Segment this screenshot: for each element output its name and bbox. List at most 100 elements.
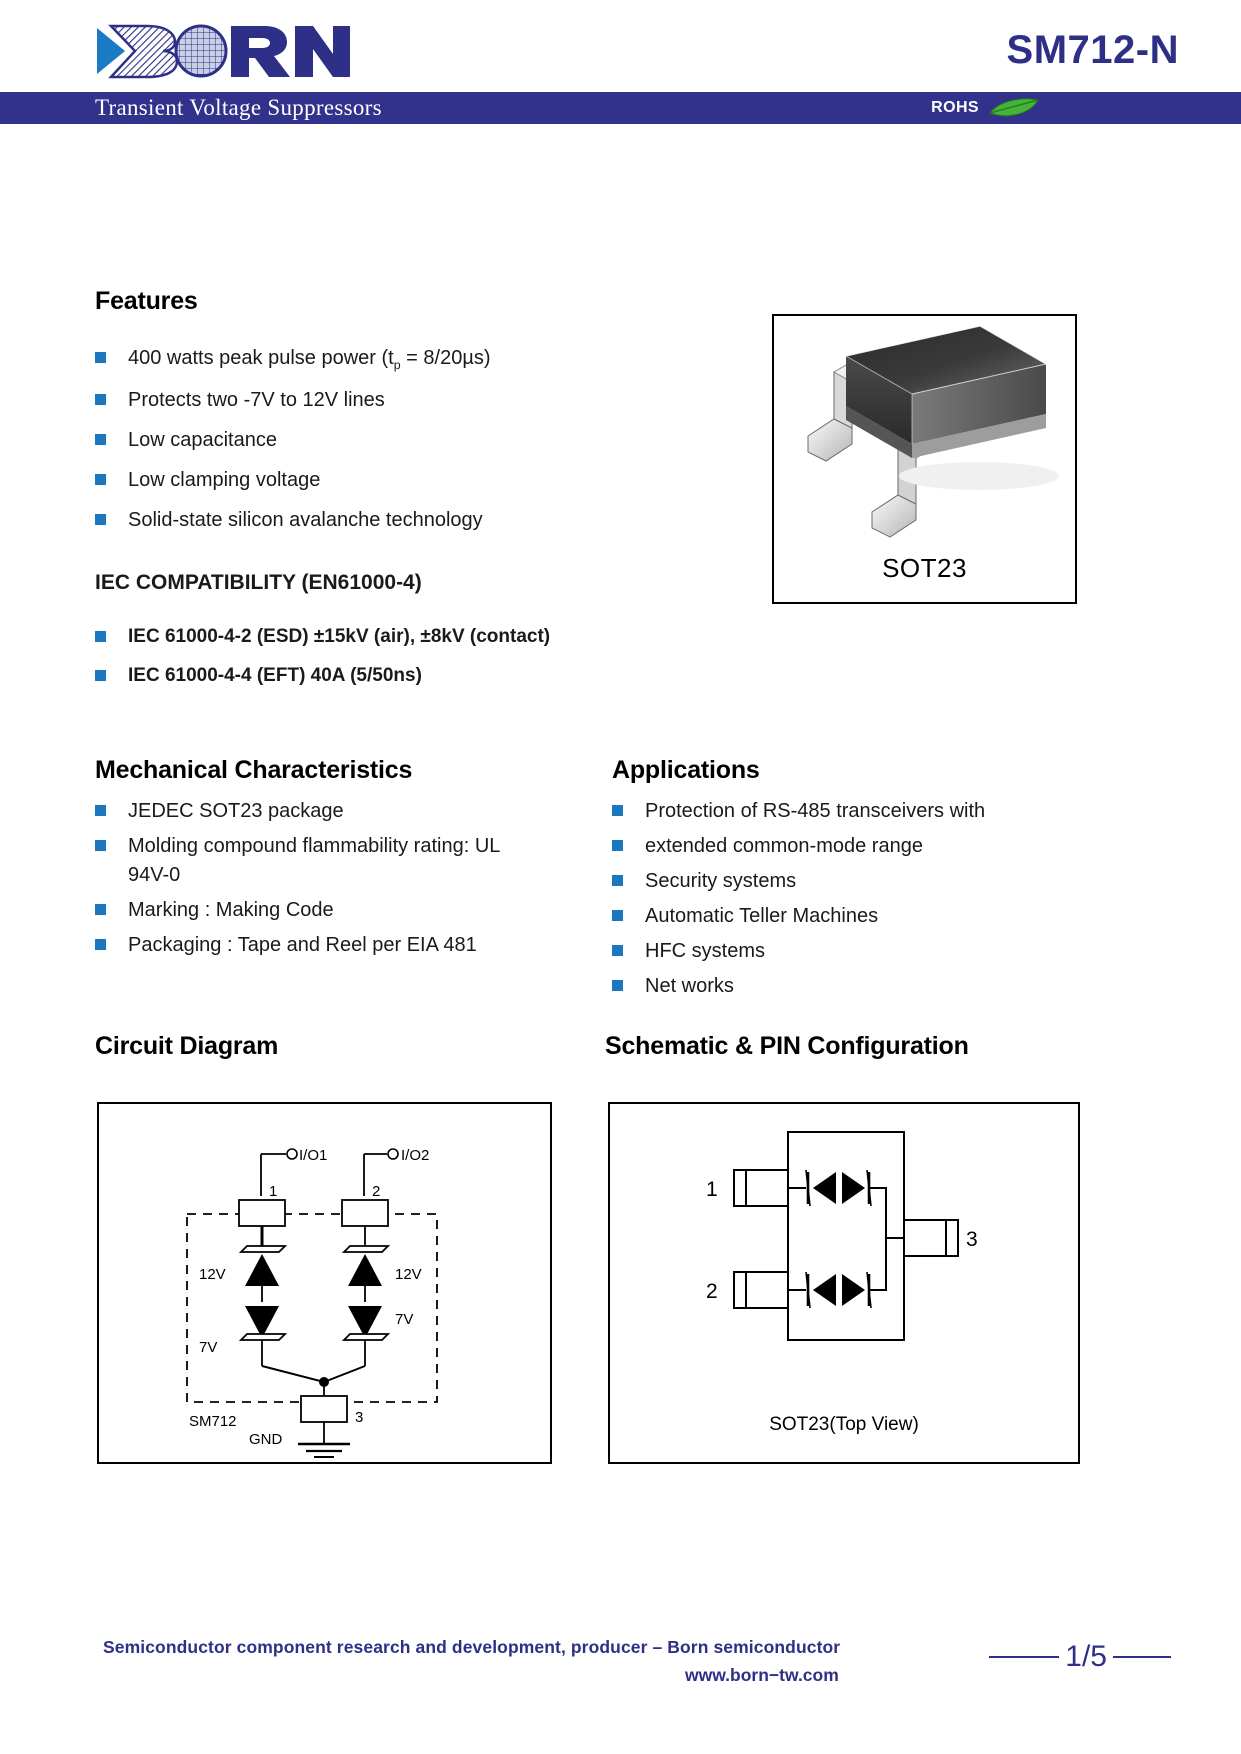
leaf-icon: [989, 98, 1039, 117]
circuit-diagram-figure: I/O1 I/O2 1 2 12V 7V 12V 7V SM712 GND 3: [97, 1102, 552, 1464]
sot23-package-3d-icon: [807, 325, 1059, 538]
iec-text-1: IEC 61000-4-4 (EFT) 40A (5/50ns): [128, 664, 422, 686]
bullet-square-icon: [612, 980, 623, 991]
bullet-square-icon: [95, 904, 106, 915]
list-item: extended common-mode range: [612, 832, 1082, 861]
mechanical-characteristics-section: Mechanical Characteristics JEDEC SOT23 p…: [95, 756, 545, 966]
mechanical-text-2: Marking : Making Code: [128, 899, 334, 921]
bullet-square-icon: [95, 513, 106, 525]
list-item: Protects two -7V to 12V lines: [95, 386, 655, 415]
label-pin1: 1: [269, 1183, 277, 1200]
banner-title: Transient Voltage Suppressors: [95, 95, 382, 120]
bullet-square-icon: [95, 840, 106, 851]
list-item: Packaging : Tape and Reel per EIA 481: [95, 931, 545, 960]
package-figure: SOT23: [772, 314, 1077, 604]
footer-website[interactable]: www.born−tw.com: [685, 1665, 839, 1685]
bullet-square-icon: [612, 805, 623, 816]
part-number-title: SM712-N: [1006, 28, 1179, 72]
page-header: SM712-N: [0, 0, 1241, 92]
application-text-3: Automatic Teller Machines: [645, 905, 879, 927]
schematic-pin-configuration-title: Schematic & PIN Configuration: [605, 1032, 969, 1060]
footer-rule-left: [989, 1656, 1060, 1658]
label-right-7v: 7V: [395, 1311, 413, 1328]
bullet-square-icon: [95, 473, 106, 485]
schematic-pin2-label: 2: [706, 1280, 718, 1303]
feature-text-4: Solid-state silicon avalanche technology: [128, 508, 483, 531]
label-gnd: GND: [249, 1431, 283, 1448]
label-left-7v: 7V: [199, 1339, 217, 1356]
bullet-square-icon: [612, 840, 623, 851]
list-item: IEC 61000-4-4 (EFT) 40A (5/50ns): [95, 662, 655, 690]
feature-text-0: 400 watts peak pulse power (tp = 8/20µs): [128, 347, 491, 372]
features-title: Features: [95, 287, 198, 315]
bullet-square-icon: [612, 910, 623, 921]
list-item: Security systems: [612, 867, 1082, 896]
application-text-1: extended common-mode range: [645, 835, 923, 857]
mechanical-text-3: Packaging : Tape and Reel per EIA 481: [128, 934, 477, 956]
circuit-diagram-svg: I/O1 I/O2 1 2 12V 7V 12V 7V SM712 GND 3: [186, 1147, 438, 1458]
list-item: 400 watts peak pulse power (tp = 8/20µs): [95, 344, 655, 375]
list-item: Low clamping voltage: [95, 466, 655, 495]
schematic-pin-figure: 1 2 3 SOT23(Top View): [608, 1102, 1080, 1464]
list-item: Marking : Making Code: [95, 896, 545, 925]
mechanical-list: JEDEC SOT23 package Molding compound fla…: [95, 797, 545, 960]
bullet-square-icon: [95, 352, 106, 363]
header-banner: Transient Voltage Suppressors ROHS: [0, 92, 1241, 124]
bullet-square-icon: [95, 669, 106, 681]
application-text-0: Protection of RS-485 transceivers with: [645, 800, 986, 822]
bullet-square-icon: [95, 939, 106, 950]
footer-page-indicator: 1/5: [989, 1640, 1171, 1674]
list-item: Molding compound flammability rating: UL…: [95, 832, 545, 890]
schematic-caption: SOT23(Top View): [769, 1414, 919, 1435]
mechanical-text-0: JEDEC SOT23 package: [128, 800, 344, 822]
application-text-2: Security systems: [645, 870, 797, 892]
feature-text-2: Low capacitance: [128, 428, 277, 451]
rohs-label: ROHS: [931, 99, 979, 116]
schematic-pin1-label: 1: [706, 1178, 718, 1201]
label-left-12v: 12V: [199, 1266, 226, 1283]
list-item: Net works: [612, 972, 1082, 1001]
label-pin2: 2: [372, 1183, 380, 1200]
bullet-square-icon: [95, 630, 106, 642]
applications-title: Applications: [612, 756, 760, 784]
features-section: Features 400 watts peak pulse power (tp …: [95, 287, 655, 700]
schematic-pin3-label: 3: [966, 1228, 978, 1251]
born-logo: [95, 20, 355, 82]
label-part-name: SM712: [189, 1413, 237, 1430]
features-list: 400 watts peak pulse power (tp = 8/20µs)…: [95, 344, 655, 535]
list-item: JEDEC SOT23 package: [95, 797, 545, 826]
list-item: Low capacitance: [95, 426, 655, 455]
list-item: Protection of RS-485 transceivers with: [612, 797, 1082, 826]
application-text-5: Net works: [645, 975, 734, 997]
iec-text-0: IEC 61000-4-2 (ESD) ±15kV (air), ±8kV (c…: [128, 625, 551, 647]
list-item: Automatic Teller Machines: [612, 902, 1082, 931]
package-label: SOT23: [882, 553, 967, 583]
list-item: HFC systems: [612, 937, 1082, 966]
applications-list: Protection of RS-485 transceivers with e…: [612, 797, 1082, 1001]
bullet-square-icon: [95, 433, 106, 445]
footer-tagline: Semiconductor component research and dev…: [103, 1637, 841, 1657]
list-item: Solid-state silicon avalanche technology: [95, 506, 655, 535]
bullet-square-icon: [612, 875, 623, 886]
mechanical-title: Mechanical Characteristics: [95, 756, 413, 784]
schematic-pin-svg: 1 2 3: [706, 1131, 978, 1341]
applications-section: Applications Protection of RS-485 transc…: [612, 756, 1082, 1007]
label-pin3: 3: [355, 1409, 363, 1426]
footer-rule-right: [1113, 1656, 1171, 1658]
page-footer: Semiconductor component research and dev…: [0, 1604, 1241, 1754]
feature-text-3: Low clamping voltage: [128, 468, 321, 491]
mechanical-text-1: Molding compound flammability rating: UL…: [128, 835, 500, 886]
feature-text-1: Protects two -7V to 12V lines: [128, 388, 385, 411]
application-text-4: HFC systems: [645, 940, 765, 962]
circuit-diagram-title: Circuit Diagram: [95, 1032, 279, 1060]
bullet-square-icon: [95, 805, 106, 816]
label-io2: I/O2: [401, 1147, 429, 1164]
list-item: IEC 61000-4-2 (ESD) ±15kV (air), ±8kV (c…: [95, 623, 655, 651]
label-io1: I/O1: [299, 1147, 327, 1164]
label-right-12v: 12V: [395, 1266, 422, 1283]
rohs-badge: ROHS: [931, 97, 1041, 119]
bullet-square-icon: [95, 393, 106, 405]
page-number: 1/5: [1065, 1640, 1107, 1673]
bullet-square-icon: [612, 945, 623, 956]
iec-compatibility-title: IEC COMPATIBILITY (EN61000-4): [95, 570, 422, 594]
